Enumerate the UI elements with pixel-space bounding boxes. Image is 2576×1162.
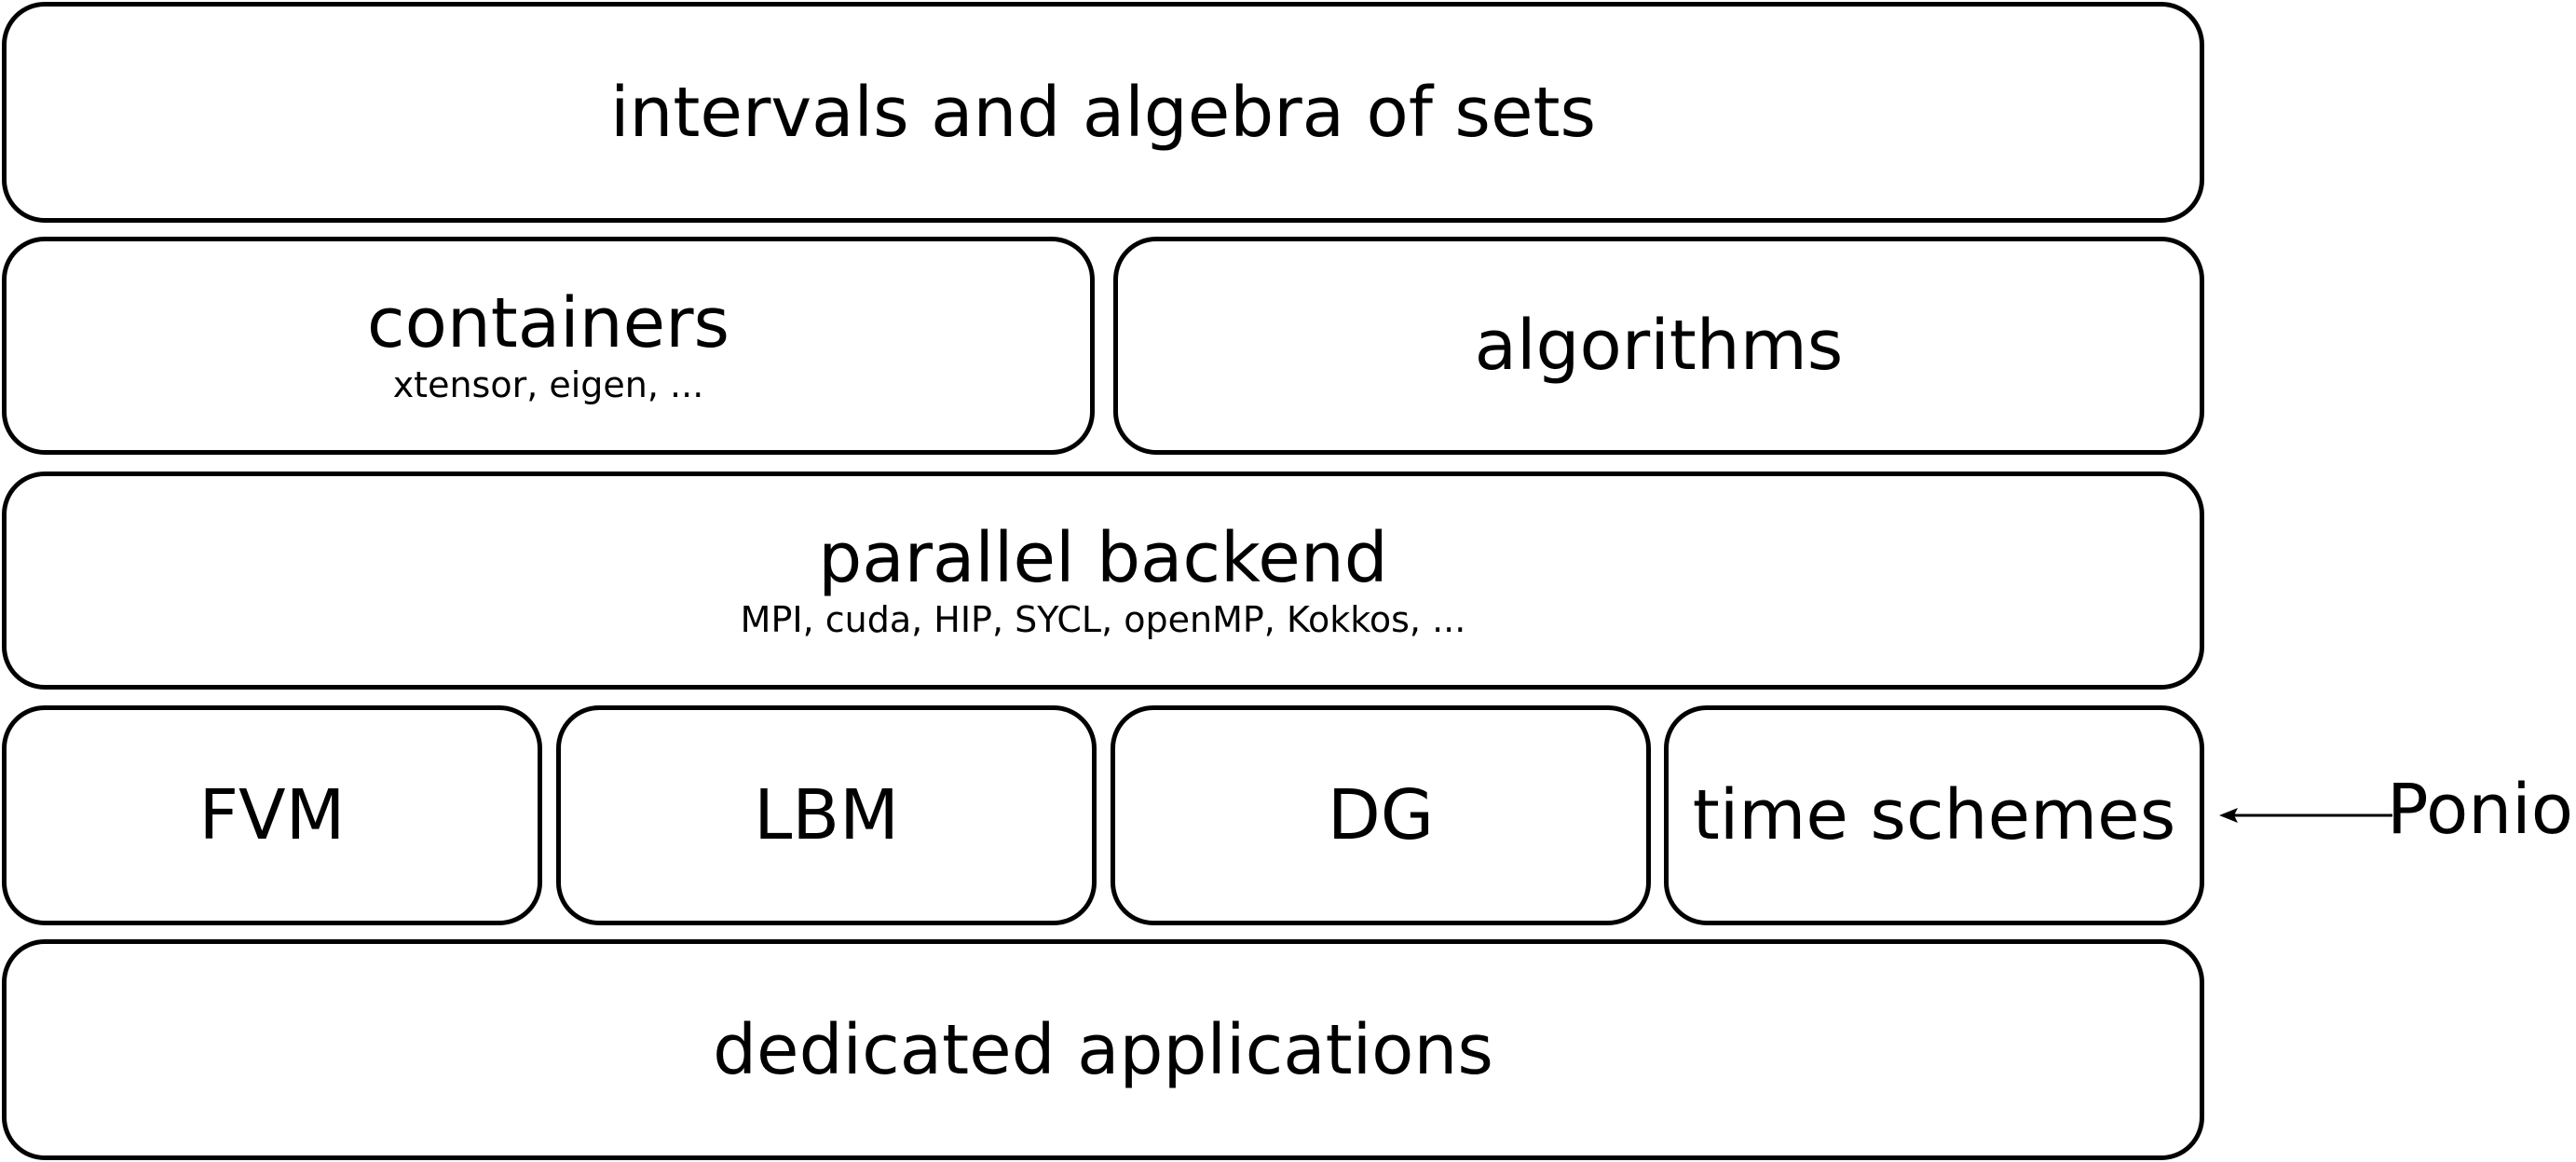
arrow-icon: [2219, 808, 2392, 823]
layer-lbm: LBM: [556, 705, 1097, 925]
layer-title: time schemes: [1692, 775, 2176, 855]
layer-subtitle: xtensor, eigen, ...: [392, 364, 704, 405]
layer-title: dedicated applications: [713, 1009, 1493, 1090]
layer-time-schemes: time schemes: [1664, 705, 2204, 925]
layer-title: FVM: [198, 775, 346, 855]
layer-title: parallel backend: [818, 518, 1388, 598]
layer-fvm: FVM: [2, 705, 542, 925]
layer-algorithms: algorithms: [1113, 237, 2204, 455]
layer-intervals-algebra-of-sets: intervals and algebra of sets: [2, 2, 2204, 223]
layer-title: algorithms: [1474, 306, 1844, 386]
layer-dedicated-applications: dedicated applications: [2, 939, 2204, 1160]
layer-title: containers: [366, 283, 730, 363]
layer-dg: DG: [1111, 705, 1651, 925]
layer-parallel-backend: parallel backend MPI, cuda, HIP, SYCL, o…: [2, 472, 2204, 690]
layer-title: LBM: [754, 775, 899, 855]
layer-title: intervals and algebra of sets: [609, 72, 1597, 153]
layer-title: DG: [1327, 775, 1435, 855]
layer-subtitle: MPI, cuda, HIP, SYCL, openMP, Kokkos, ..…: [740, 599, 1466, 640]
external-label-ponio: Ponio: [2387, 770, 2573, 850]
layer-containers: containers xtensor, eigen, ...: [2, 237, 1095, 455]
